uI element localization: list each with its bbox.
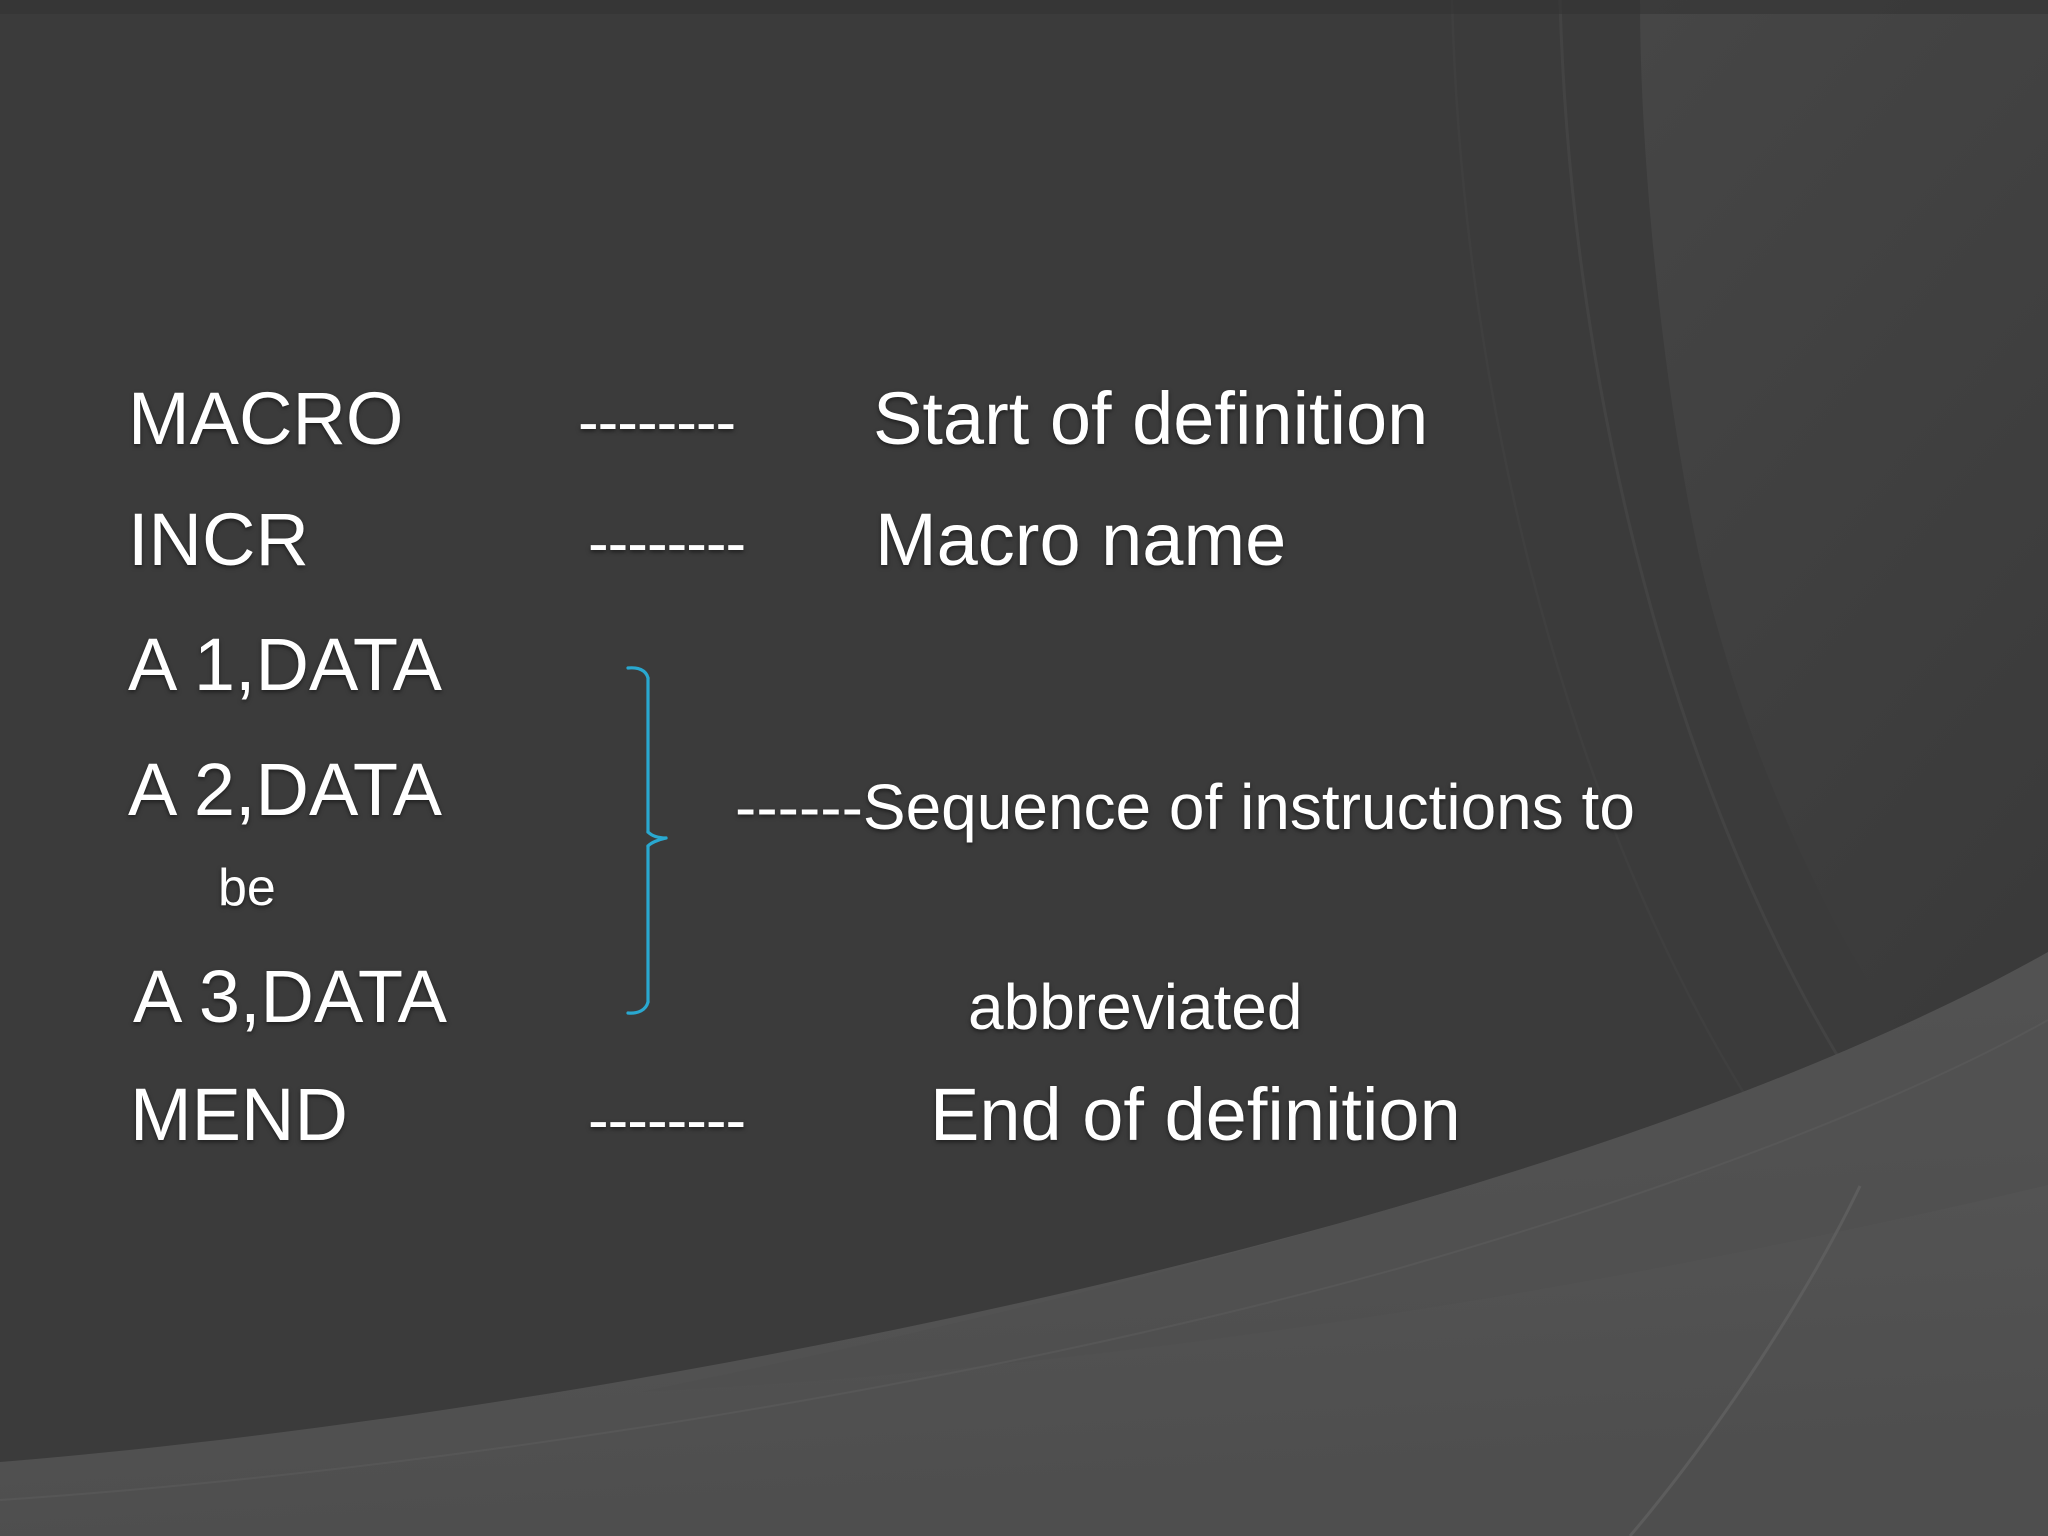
line-description-mend: End of definition [930, 1073, 1461, 1156]
line-separator-incr: -------- [588, 509, 746, 578]
line-description-sequence: ------Sequence of instructions to [735, 771, 1635, 843]
line-separator-mend: -------- [588, 1086, 746, 1155]
line-description-incr: Macro name [875, 498, 1287, 581]
line-keyword-be-continuation: be [218, 859, 276, 917]
line-description-abbreviated: abbreviated [968, 971, 1303, 1043]
line-keyword-a1data: A 1,DATA [128, 623, 442, 706]
line-keyword-incr: INCR [128, 498, 309, 581]
line-keyword-a3data: A 3,DATA [133, 955, 447, 1038]
line-keyword-mend: MEND [130, 1073, 348, 1156]
line-description-macro: Start of definition [873, 377, 1429, 460]
line-keyword-macro: MACRO [128, 377, 404, 460]
line-separator-macro: -------- [578, 388, 736, 457]
line-keyword-a2data: A 2,DATA [128, 748, 442, 831]
instruction-group-bracket-icon [626, 666, 668, 1015]
